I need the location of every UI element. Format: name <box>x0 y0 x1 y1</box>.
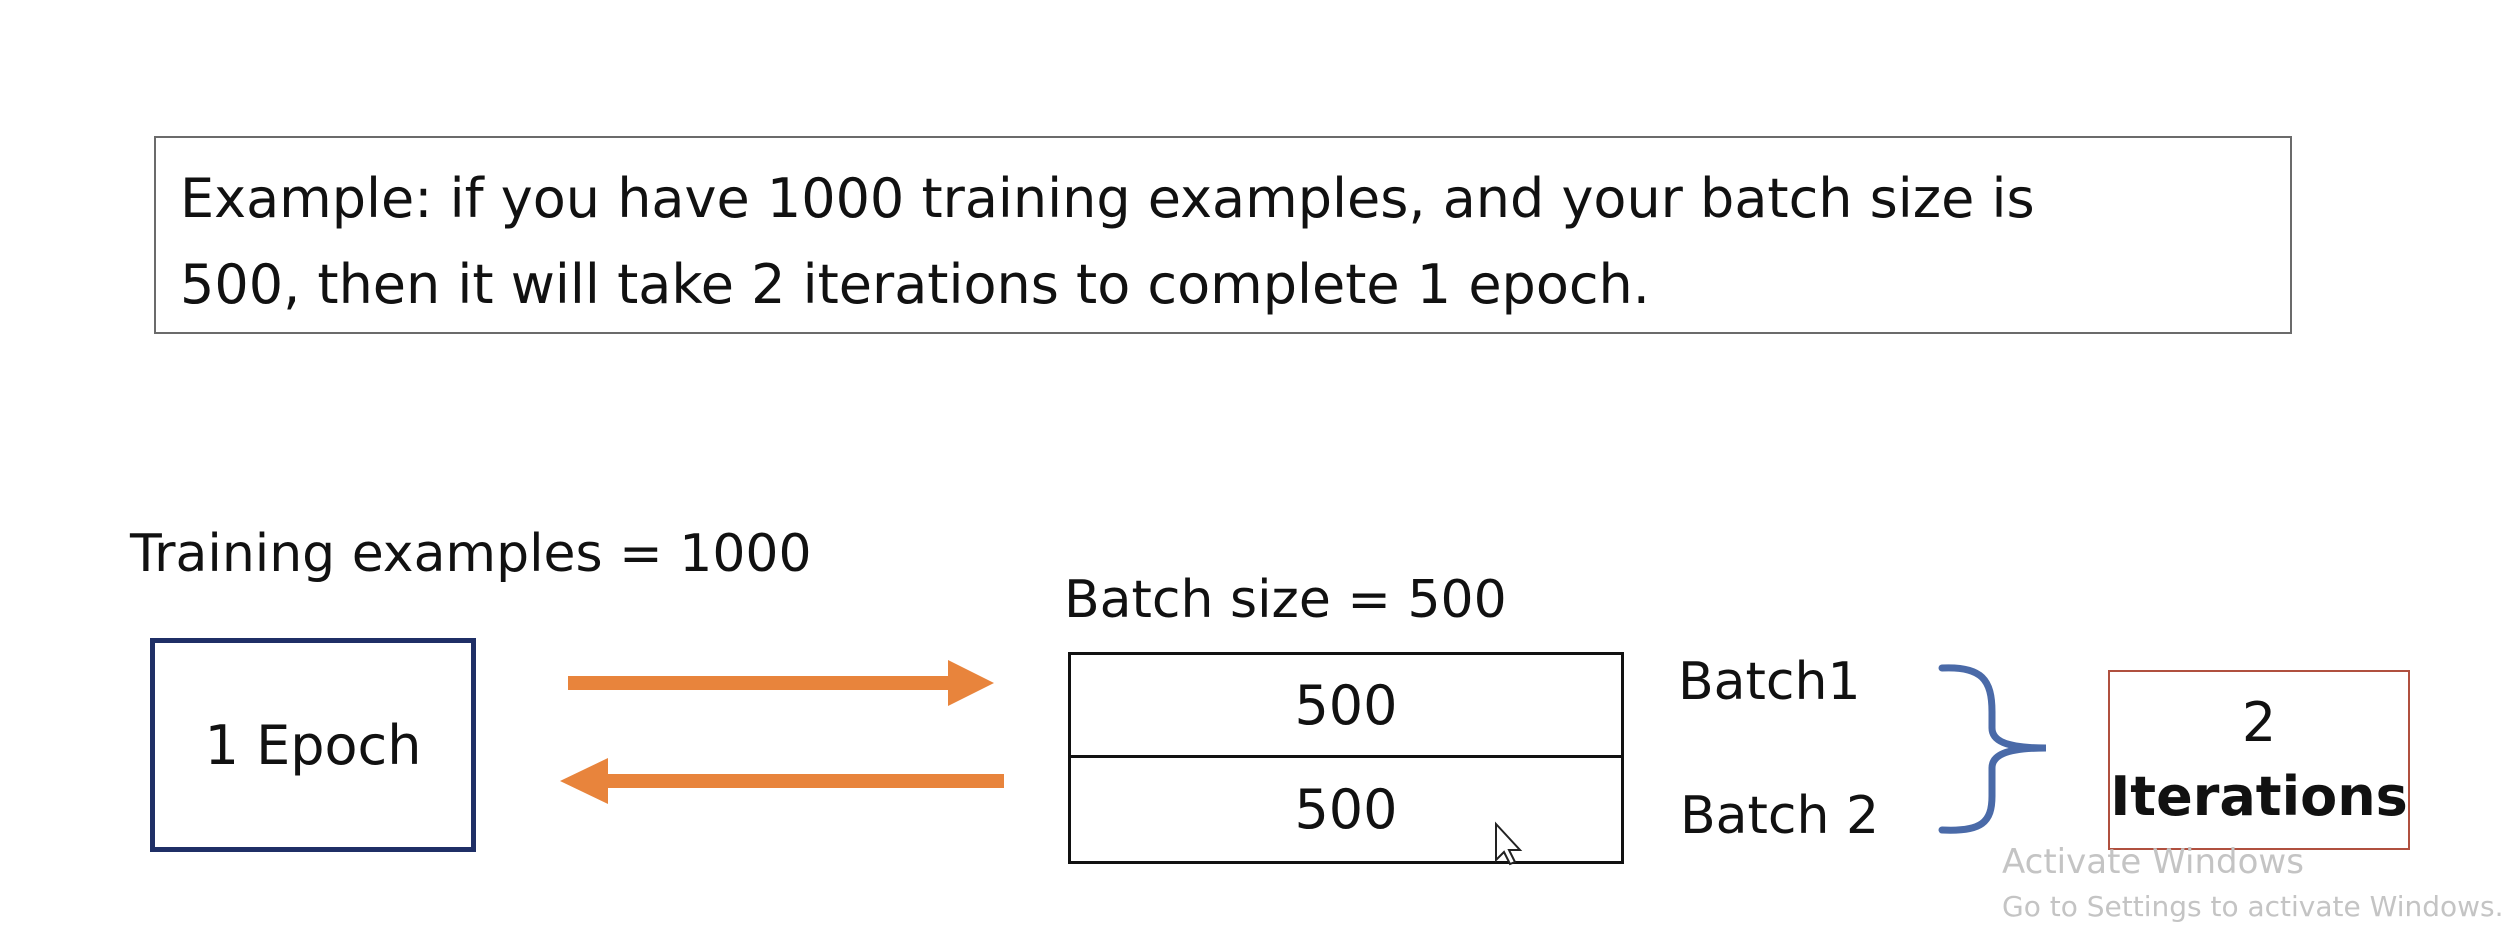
curly-brace-icon <box>1938 664 2047 834</box>
example-box: Example: if you have 1000 training examp… <box>154 136 2292 334</box>
training-examples-label: Training examples = 1000 <box>130 524 812 584</box>
batch-2-cell: 500 <box>1294 778 1398 841</box>
batch-size-label: Batch size = 500 <box>1064 570 1507 630</box>
activate-windows-title: Activate Windows <box>2002 842 2304 882</box>
epoch-label: 1 Epoch <box>204 713 422 777</box>
example-line-2: 500, then it will take 2 iterations to c… <box>180 253 1650 316</box>
epoch-box: 1 Epoch <box>150 638 476 852</box>
activate-windows-subtitle: Go to Settings to activate Windows. <box>2002 890 2504 923</box>
arrow-left-icon <box>560 758 1004 804</box>
batch-2-label: Batch 2 <box>1680 786 1880 846</box>
iterations-count: 2 <box>2241 691 2277 754</box>
arrow-right-icon <box>568 660 994 706</box>
batch-1-cell: 500 <box>1071 655 1621 758</box>
example-line-1: Example: if you have 1000 training examp… <box>180 167 2035 230</box>
iterations-word: Iterations <box>2110 765 2408 828</box>
iterations-box: 2 Iterations <box>2108 670 2410 850</box>
batch-table: 500 500 <box>1068 652 1624 864</box>
mouse-cursor-icon <box>1495 821 1523 866</box>
batch-1-label: Batch1 <box>1678 652 1861 712</box>
